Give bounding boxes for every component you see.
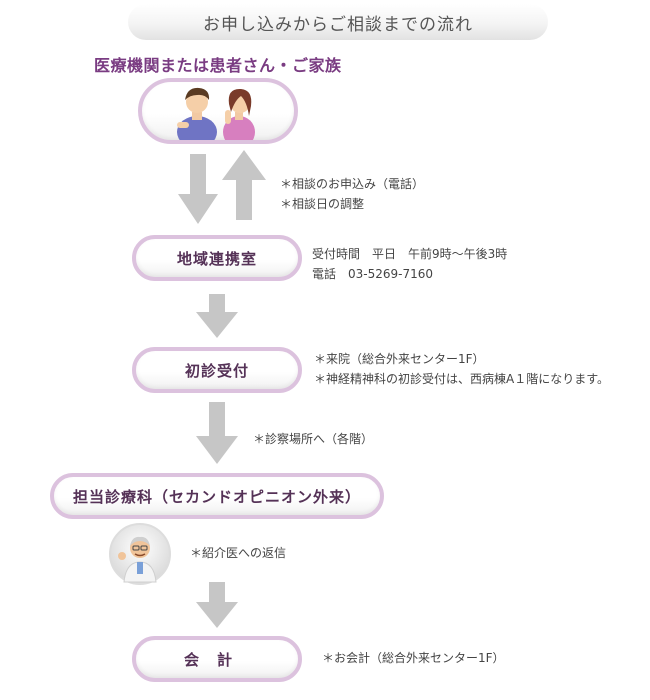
origin-box <box>138 78 298 144</box>
note-payment: ＊お会計（総合外来センター1F） <box>322 651 505 665</box>
note-reception-phone: 電話 03-5269-7160 <box>312 267 434 281</box>
page-title: お申し込みからご相談までの流れ <box>203 15 473 35</box>
step-chiiki-box: 地域連携室 <box>132 235 302 281</box>
step-kaikei-box: 会計 <box>132 636 302 682</box>
header-bar <box>128 4 548 40</box>
arrow-down-icon <box>178 154 218 224</box>
step-tanto-label: 担当診療科（セカンドオピニオン外来） <box>72 487 361 506</box>
arrow-down-icon <box>196 402 238 464</box>
reception-notes: 受付時間 平日 午前9時～午後3時 電話 03-5269-7160 <box>312 244 507 284</box>
note-visit: ＊来院（総合外来センター1F） <box>314 352 485 366</box>
step-kaikei-label: 会計 <box>183 650 250 669</box>
arrow-down-icon <box>196 582 238 628</box>
two-people-icon <box>177 87 255 140</box>
arrow-down-icon <box>196 294 238 338</box>
consult-notes: ＊相談のお申込み（電話） ＊相談日の調整 <box>280 174 424 214</box>
doctor-avatar <box>108 522 172 586</box>
note-reception-hours: 受付時間 平日 午前9時～午後3時 <box>312 247 508 261</box>
note-psych-reception: ＊神経精神科の初診受付は、西病棟A１階になります。 <box>314 372 610 386</box>
visit-notes: ＊来院（総合外来センター1F） ＊神経精神科の初診受付は、西病棟A１階になります… <box>314 349 609 389</box>
note-exam-location: ＊診察場所へ（各階） <box>253 432 374 446</box>
origin-label: 医療機関または患者さん・ご家族 <box>94 56 342 75</box>
step-tanto-box: 担当診療科（セカンドオピニオン外来） <box>50 473 384 519</box>
step-shoshin-label: 初診受付 <box>184 361 249 380</box>
arrow-up-icon <box>222 150 266 220</box>
note-reply: ＊紹介医への返信 <box>190 546 287 560</box>
note-consult-apply: ＊相談のお申込み（電話） <box>280 177 425 191</box>
doctor-icon <box>109 523 171 585</box>
note-consult-schedule: ＊相談日の調整 <box>280 197 365 211</box>
step-shoshin-box: 初診受付 <box>132 347 302 393</box>
step-chiiki-label: 地域連携室 <box>176 249 257 268</box>
